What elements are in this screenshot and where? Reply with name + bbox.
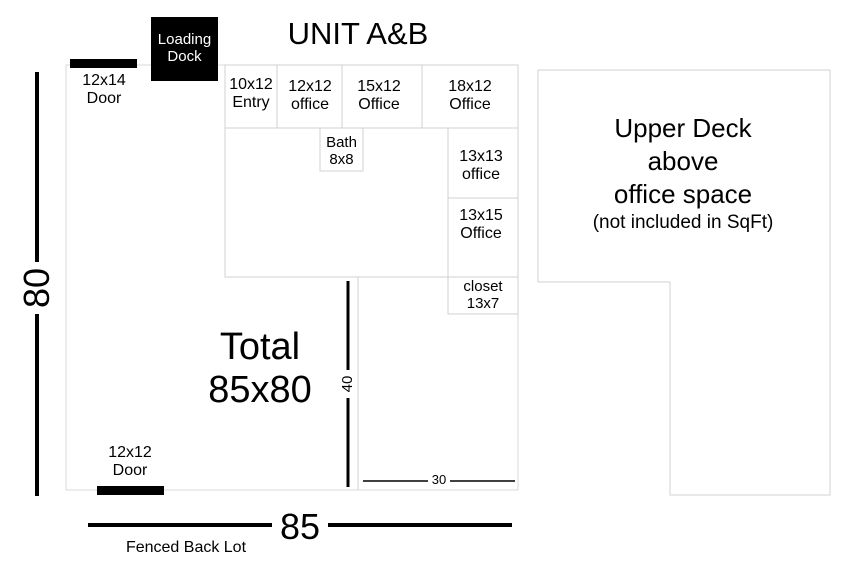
upper-deck-line1: Upper Deck bbox=[614, 113, 752, 143]
upper-deck-line2: above bbox=[647, 146, 719, 176]
top-door-bar bbox=[70, 59, 137, 68]
upper-deck-outline bbox=[537, 69, 831, 496]
room-office-12x12: 12x12 office bbox=[288, 78, 332, 114]
loading-dock-box bbox=[151, 17, 218, 81]
bath-outline bbox=[319, 127, 364, 172]
room-office-13x13: 13x13 office bbox=[459, 148, 503, 184]
bottom-door-label: 12x12 Door bbox=[108, 444, 152, 480]
unit-title: UNIT A&B bbox=[287, 16, 429, 51]
closet-outline bbox=[447, 276, 519, 315]
bottom-door-bar bbox=[97, 486, 164, 495]
total-label: Total bbox=[219, 326, 301, 368]
upper-deck-note: (not included in SqFt) bbox=[592, 212, 774, 233]
inner-height-label: 40 bbox=[339, 375, 356, 393]
room-office-18x12: 18x12 Office bbox=[448, 78, 492, 114]
room-bath: Bath 8x8 bbox=[326, 134, 357, 169]
fenced-back-lot-label: Fenced Back Lot bbox=[125, 539, 247, 556]
width-dimension-label: 85 bbox=[279, 506, 321, 547]
top-door-label: 12x14 Door bbox=[82, 72, 126, 108]
height-dimension-label: 80 bbox=[16, 267, 57, 309]
room-entry: 10x12 Entry bbox=[229, 76, 273, 112]
upper-deck-line3: office space bbox=[613, 179, 753, 209]
room-closet: closet 13x7 bbox=[463, 278, 503, 313]
total-dimensions: 85x80 bbox=[208, 369, 312, 411]
room-office-15x12: 15x12 Office bbox=[357, 78, 401, 114]
loading-dock-label: Loading Dock bbox=[157, 31, 212, 66]
room-office-13x15: 13x15 Office bbox=[459, 207, 503, 243]
inner-width-label: 30 bbox=[431, 472, 447, 487]
